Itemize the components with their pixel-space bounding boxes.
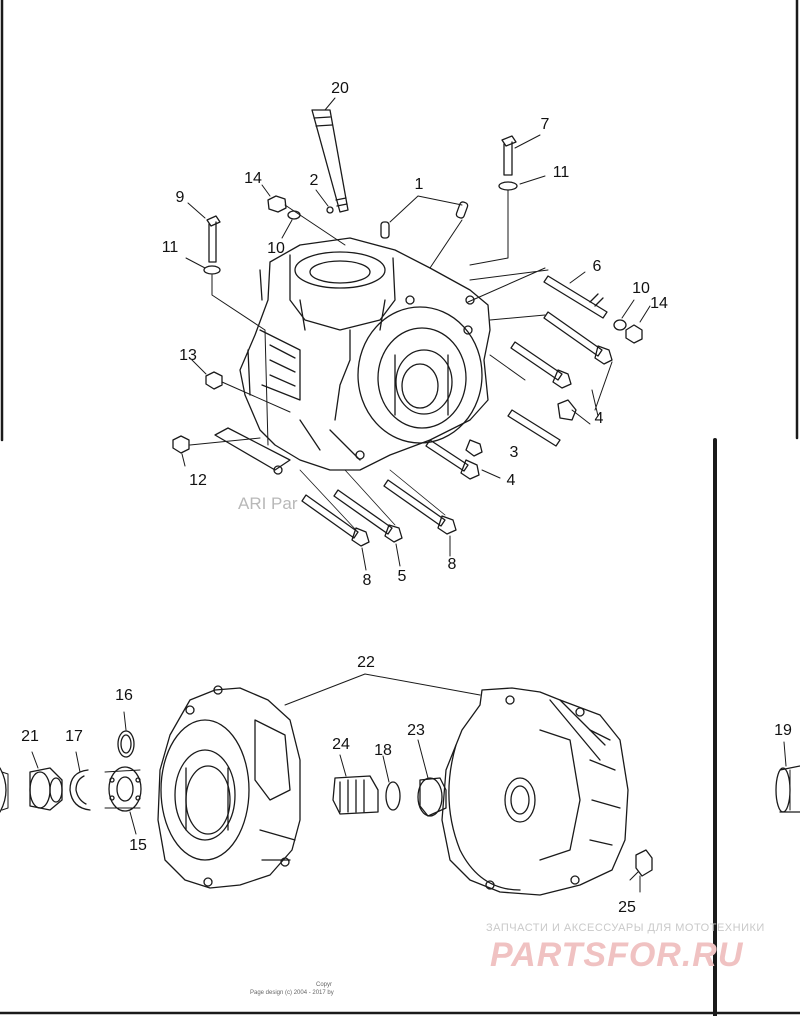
callout-13: 13 [179, 347, 197, 364]
callout-5: 5 [397, 568, 407, 585]
callout-16: 16 [115, 687, 133, 704]
ari-watermark: ARI Par [238, 494, 298, 513]
callout-14-right: 14 [650, 295, 668, 312]
callout-25: 25 [618, 899, 636, 916]
callout-15: 15 [129, 837, 147, 854]
copyright-text: Copyr [316, 982, 333, 988]
callout-3: 3 [509, 444, 519, 461]
callout-8-right: 8 [447, 556, 457, 573]
callout-9: 9 [175, 189, 185, 206]
callout-24: 24 [332, 736, 350, 753]
callout-7: 7 [540, 116, 550, 133]
callout-20: 20 [331, 80, 349, 97]
callout-11-right: 11 [552, 164, 570, 181]
callout-12: 12 [189, 472, 207, 489]
callout-21: 21 [21, 728, 39, 745]
callout-4-lower: 4 [506, 472, 516, 489]
crankcase-cover [157, 685, 301, 889]
callout-6: 6 [592, 258, 602, 275]
callout-2: 2 [309, 172, 319, 189]
callout-11-left: 11 [161, 239, 179, 256]
callout-1: 1 [414, 176, 424, 193]
callout-4-right: 4 [594, 410, 604, 427]
callout-17: 17 [65, 728, 83, 745]
callout-18: 18 [374, 742, 392, 759]
callout-10-left: 10 [267, 240, 285, 257]
partsfor-logo-watermark: PARTSFOR.RU [490, 936, 744, 974]
callout-19: 19 [774, 722, 792, 739]
crankcase-right-half [441, 687, 629, 896]
callout-10-right: 10 [632, 280, 650, 297]
callout-22: 22 [357, 654, 375, 671]
stud-20 [311, 109, 349, 213]
callout-23: 23 [407, 722, 425, 739]
page-design-text: Page design (c) 2004 - 2017 by [250, 990, 334, 996]
partsfor-caption-watermark: ЗАПЧАСТИ И АКСЕССУАРЫ ДЛЯ МОТОТЕХНИКИ [486, 922, 765, 934]
callout-14-left: 14 [244, 170, 262, 187]
callout-8-left: 8 [362, 572, 372, 589]
